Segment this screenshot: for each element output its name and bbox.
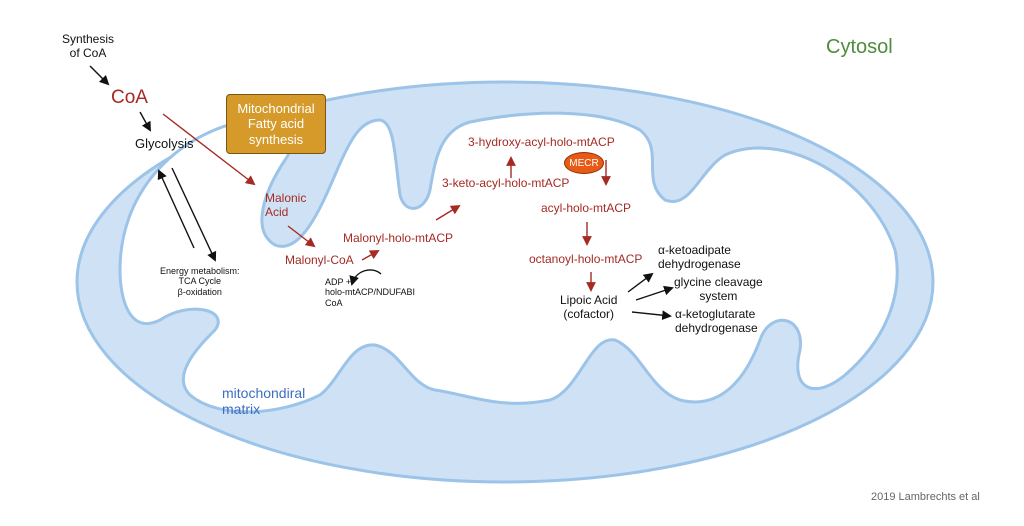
- alpha-ketoadipate-dehydrogenase-label: α-ketoadipate dehydrogenase: [658, 243, 741, 272]
- mito-fas-line2: Fatty acid: [247, 116, 305, 132]
- malonyl-coa-label: Malonyl-CoA: [285, 253, 354, 267]
- coa-label: CoA: [111, 87, 148, 108]
- matrix-line1: mitochondiral: [222, 385, 306, 401]
- keto-acyl-holo-mtacp-label: 3-keto-acyl-holo-mtACP: [442, 176, 570, 190]
- arrow-energy-to-glycolysis: [157, 169, 195, 249]
- energy-metabolism-label: Energy metabolism: TCA Cycle β-oxidation: [160, 266, 240, 297]
- arrow-lipoic-to-akad: [627, 272, 654, 293]
- lipoic-acid-label: Lipoic Acid (cofactor): [560, 293, 618, 322]
- matrix-line2: matrix: [222, 401, 261, 418]
- akad-line2: dehydrogenase: [658, 256, 741, 271]
- akad-line1: α-ketoadipate: [658, 243, 731, 257]
- malonic-acid-line1: Malonic: [265, 191, 307, 205]
- glycolysis-label: Glycolysis: [135, 136, 194, 151]
- synthesis-of-coa-line1: Synthesis: [62, 32, 115, 46]
- octanoyl-holo-mtacp-label: octanoyl-holo-mtACP: [529, 252, 643, 266]
- arrow-malonic-to-malonyl-coa: [287, 225, 316, 248]
- adp-line1: ADP +: [325, 277, 352, 287]
- malonyl-holo-mtacp-label: Malonyl-holo-mtACP: [343, 231, 454, 245]
- cytosol-label: Cytosol: [826, 36, 893, 58]
- energy-line1: Energy metabolism:: [160, 266, 240, 276]
- akgd-line2: dehydrogenase: [675, 320, 758, 335]
- arrow-holo-to-keto: [435, 204, 461, 221]
- arrow-synthesis-to-coa: [89, 65, 110, 86]
- lipoic-line2: (cofactor): [563, 306, 615, 321]
- synthesis-of-coa-label: Synthesis of CoA: [62, 32, 115, 61]
- synthesis-of-coa-line2: of CoA: [69, 45, 107, 60]
- arrow-glycolysis-to-energy: [171, 167, 217, 262]
- mito-fas-line1: Mitochondrial: [237, 100, 315, 116]
- arrow-malonyl-coa-to-holo: [361, 250, 380, 261]
- malonic-acid-line2: Acid: [265, 204, 289, 219]
- lipoic-line1: Lipoic Acid: [560, 293, 618, 307]
- glycine-line2: system: [699, 288, 738, 303]
- energy-line3: β-oxidation: [177, 286, 222, 297]
- acyl-holo-mtacp-label: acyl-holo-mtACP: [541, 201, 632, 215]
- malonic-acid-label: Malonic Acid: [265, 191, 307, 220]
- glycine-line1: glycine cleavage: [674, 275, 763, 289]
- credit-label: 2019 Lambrechts et al: [871, 491, 980, 503]
- mecr-enzyme-badge: MECR: [564, 152, 604, 174]
- akgd-line1: α-ketoglutarate: [675, 307, 756, 321]
- arrow-adp-release: [349, 269, 382, 286]
- adp-line2: holo-mtACP/NDUFABI: [325, 287, 416, 298]
- glycine-cleavage-system-label: glycine cleavage system: [674, 275, 763, 304]
- arrow-lipoic-to-glycine: [635, 285, 674, 301]
- hydroxy-acyl-holo-mtacp-label: 3-hydroxy-acyl-holo-mtACP: [468, 135, 615, 149]
- arrow-coa-to-malonic-acid: [162, 113, 256, 186]
- mitochondrial-matrix-label: mitochondiral matrix: [222, 385, 305, 417]
- energy-line2: TCA Cycle: [178, 276, 222, 287]
- mito-fas-line3: synthesis: [248, 131, 304, 147]
- alpha-ketoglutarate-dehydrogenase-label: α-ketoglutarate dehydrogenase: [675, 307, 758, 336]
- mitochondrial-fas-box: Mitochondrial Fatty acid synthesis: [226, 94, 326, 154]
- adp-label: ADP + holo-mtACP/NDUFABI CoA: [325, 277, 415, 308]
- arrow-coa-to-glycolysis: [139, 111, 151, 132]
- adp-line3: CoA: [325, 297, 343, 308]
- inner-membrane: [118, 111, 899, 414]
- arrow-lipoic-to-akgd: [631, 310, 672, 321]
